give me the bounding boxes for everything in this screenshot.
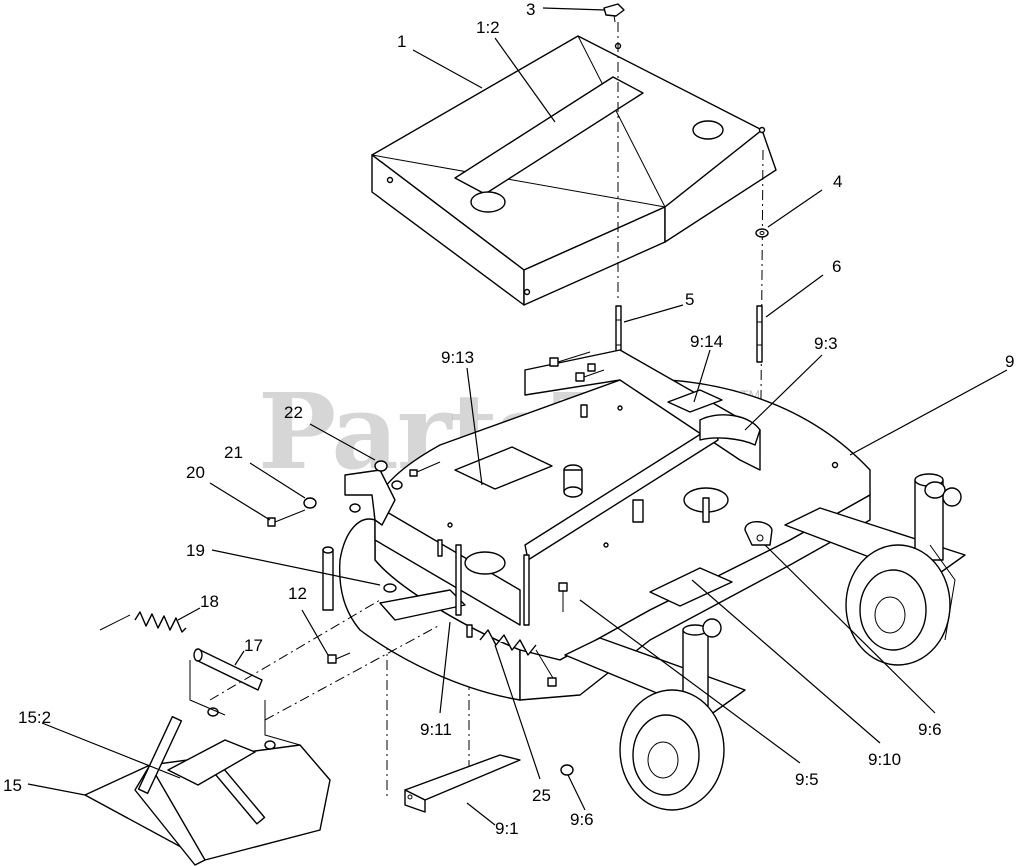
callout-19: 19 bbox=[186, 541, 205, 560]
guard-9-3 bbox=[699, 414, 761, 446]
callout-20: 20 bbox=[186, 463, 205, 482]
callout-9-14: 9:14 bbox=[690, 332, 723, 351]
caster-wheel-right[interactable] bbox=[784, 473, 966, 666]
cover-hole-left bbox=[470, 191, 506, 213]
callout-12: 12 bbox=[288, 584, 307, 603]
callout-9-5: 9:5 bbox=[795, 770, 819, 789]
decal-1-2 bbox=[454, 76, 644, 195]
callout-9: 9 bbox=[1005, 352, 1014, 371]
decal-9-14 bbox=[667, 389, 723, 413]
spring-part-18[interactable] bbox=[134, 611, 187, 633]
nut-part-22[interactable] bbox=[374, 460, 388, 472]
callout-9-1: 9:1 bbox=[495, 819, 519, 838]
deck-bolts-upper[interactable] bbox=[349, 461, 441, 513]
leader-lines bbox=[27, 7, 1008, 826]
cover-part-1[interactable] bbox=[371, 35, 777, 306]
bolt-part-20[interactable] bbox=[267, 509, 306, 527]
callout-25: 25 bbox=[532, 786, 551, 805]
decal-15-2 bbox=[167, 739, 256, 786]
callout-9-3: 9:3 bbox=[814, 334, 838, 353]
upper-bracket-bolts[interactable] bbox=[549, 351, 605, 382]
callout-labels: 1 1:2 3 4 5 6 9 9:13 9:14 9:3 22 21 20 1… bbox=[3, 0, 1014, 838]
bolt-part-12[interactable] bbox=[327, 652, 351, 664]
callout-5: 5 bbox=[685, 290, 694, 309]
side-bracket-left[interactable] bbox=[344, 469, 396, 526]
callout-9-6-lower: 9:6 bbox=[570, 810, 594, 829]
decal-9-10 bbox=[649, 567, 733, 607]
spring-part-25[interactable] bbox=[479, 629, 557, 687]
callout-17: 17 bbox=[244, 636, 263, 655]
assembly-guides bbox=[99, 599, 441, 746]
stud-part-6[interactable] bbox=[756, 305, 763, 363]
cover-hole-right bbox=[692, 120, 724, 140]
callout-6: 6 bbox=[832, 257, 841, 276]
callout-9-10: 9:10 bbox=[868, 750, 901, 769]
deck-posts[interactable] bbox=[455, 544, 530, 626]
callout-9-6-upper: 9:6 bbox=[918, 720, 942, 739]
callout-4: 4 bbox=[833, 172, 842, 191]
bolt-part-9-5[interactable] bbox=[558, 582, 568, 612]
nut-part-9-6-lower[interactable] bbox=[560, 764, 574, 776]
baffle-part-9-11[interactable] bbox=[379, 589, 473, 638]
nut-part-4[interactable] bbox=[755, 228, 769, 238]
knob-part-3[interactable] bbox=[603, 3, 625, 23]
washer-part-21[interactable] bbox=[303, 497, 317, 509]
callout-1-2: 1:2 bbox=[476, 18, 500, 37]
callout-15: 15 bbox=[3, 776, 22, 795]
callout-15-2: 15:2 bbox=[18, 708, 51, 727]
callout-1: 1 bbox=[397, 32, 406, 51]
callout-18: 18 bbox=[200, 592, 219, 611]
caster-wheel-left[interactable] bbox=[564, 618, 746, 811]
callout-9-11: 9:11 bbox=[420, 720, 452, 739]
guard-part-9-1[interactable] bbox=[404, 754, 521, 813]
discharge-chute-part-15[interactable] bbox=[84, 707, 331, 866]
rod-part-17[interactable] bbox=[193, 648, 263, 691]
callout-22: 22 bbox=[284, 403, 303, 422]
callout-21: 21 bbox=[224, 443, 243, 462]
pivot-arm-part-19[interactable] bbox=[322, 546, 397, 611]
callout-9-13: 9:13 bbox=[441, 348, 474, 367]
callout-3: 3 bbox=[526, 0, 535, 19]
